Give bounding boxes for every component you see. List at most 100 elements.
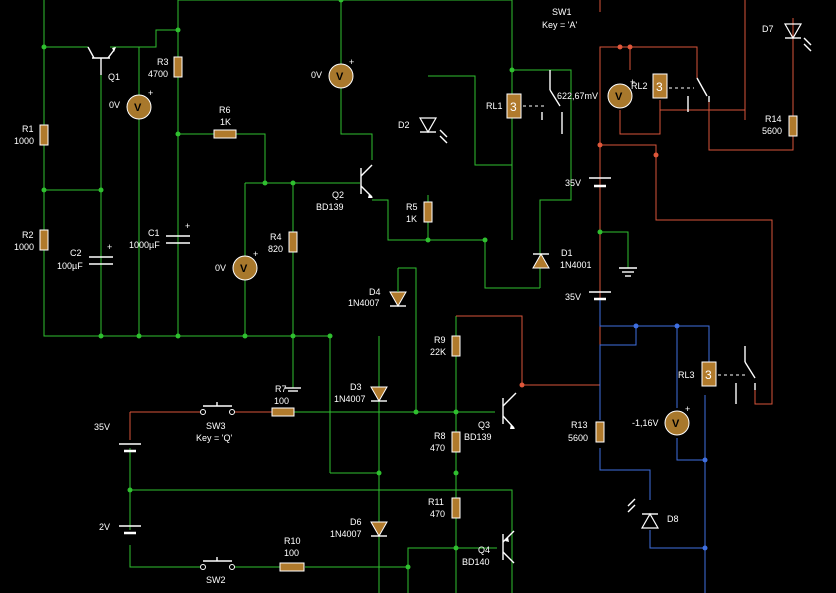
- battery-2v[interactable]: 2V: [99, 522, 141, 535]
- svg-text:1N4007: 1N4007: [348, 298, 380, 308]
- d7-led[interactable]: D7: [762, 23, 812, 52]
- svg-text:SW1: SW1: [552, 7, 572, 17]
- svg-text:470: 470: [430, 509, 445, 519]
- svg-text:BD139: BD139: [464, 432, 492, 442]
- svg-text:100: 100: [274, 396, 289, 406]
- svg-text:Q1: Q1: [108, 72, 120, 82]
- battery-top-35v[interactable]: 35V: [565, 177, 611, 188]
- svg-text:22K: 22K: [430, 347, 446, 357]
- svg-text:+: +: [685, 404, 690, 414]
- r13-resistor[interactable]: R13 5600: [568, 420, 605, 443]
- svg-text:D2: D2: [398, 120, 410, 130]
- svg-text:C1: C1: [148, 228, 160, 238]
- wires-blue: [599, 300, 710, 593]
- svg-text:0V: 0V: [215, 263, 226, 273]
- sw3-switch[interactable]: SW3 Key = 'Q': [196, 402, 235, 443]
- svg-text:BD140: BD140: [462, 557, 490, 567]
- svg-text:R1: R1: [22, 124, 34, 134]
- svg-text:470: 470: [430, 443, 445, 453]
- svg-text:R5: R5: [406, 202, 418, 212]
- voltmeter-5[interactable]: V + -1,16V: [632, 404, 690, 436]
- svg-text:1K: 1K: [406, 214, 417, 224]
- q4-transistor[interactable]: Q4 BD140: [462, 530, 515, 567]
- d8-led[interactable]: D8: [627, 498, 679, 529]
- q2-transistor[interactable]: Q2 BD139: [316, 164, 373, 212]
- svg-text:5600: 5600: [762, 126, 782, 136]
- voltmeter-3[interactable]: V + 0V: [215, 249, 258, 281]
- svg-text:R11: R11: [428, 497, 444, 507]
- svg-text:V: V: [336, 71, 344, 83]
- r8-resistor[interactable]: R8 470: [430, 431, 461, 453]
- rl1-relay[interactable]: 3 RL1: [486, 70, 563, 134]
- c1-capacitor[interactable]: + C1 1000µF: [129, 221, 190, 250]
- r5-resistor[interactable]: R5 1K: [406, 201, 433, 224]
- svg-text:R13: R13: [571, 420, 588, 430]
- svg-text:0V: 0V: [109, 100, 120, 110]
- svg-text:4700: 4700: [148, 69, 168, 79]
- q3-transistor[interactable]: Q3 BD139: [464, 392, 517, 442]
- svg-text:622,67mV: 622,67mV: [557, 91, 598, 101]
- svg-text:BD139: BD139: [316, 202, 344, 212]
- r9-resistor[interactable]: R9 22K: [430, 335, 461, 357]
- junction-dots: [41, 0, 708, 570]
- svg-text:V: V: [134, 102, 142, 114]
- svg-text:1000: 1000: [14, 242, 34, 252]
- svg-text:D7: D7: [762, 24, 774, 34]
- ground-symbol: [619, 267, 637, 277]
- svg-text:R6: R6: [219, 105, 231, 115]
- svg-text:1000µF: 1000µF: [129, 240, 160, 250]
- svg-text:C2: C2: [70, 248, 82, 258]
- r3-resistor[interactable]: R3 4700: [148, 56, 183, 79]
- d6-diode[interactable]: D6 1N4007: [330, 517, 388, 539]
- svg-text:RL2: RL2: [631, 81, 648, 91]
- svg-text:R2: R2: [22, 230, 34, 240]
- r11-resistor[interactable]: R11 470: [428, 497, 461, 519]
- d2-led[interactable]: D2: [398, 117, 448, 144]
- svg-text:R10: R10: [284, 536, 301, 546]
- svg-text:Q2: Q2: [332, 190, 344, 200]
- r6-resistor[interactable]: R6 1K: [213, 105, 237, 139]
- svg-text:RL1: RL1: [486, 101, 503, 111]
- svg-text:Q4: Q4: [478, 545, 490, 555]
- svg-text:Q3: Q3: [478, 420, 490, 430]
- d3-diode[interactable]: D3 1N4007: [334, 382, 388, 404]
- voltmeter-2[interactable]: V + 0V: [311, 57, 354, 89]
- svg-text:Key = 'A': Key = 'A': [542, 20, 577, 30]
- r4-resistor[interactable]: R4 820: [268, 231, 298, 254]
- svg-text:D8: D8: [667, 514, 679, 524]
- svg-text:SW3: SW3: [206, 421, 226, 431]
- voltmeter-1[interactable]: V + 0V: [109, 88, 153, 120]
- r1-resistor[interactable]: R1 1000: [14, 124, 49, 146]
- svg-text:1N4001: 1N4001: [560, 260, 592, 270]
- sw1-switch[interactable]: SW1 Key = 'A': [542, 7, 577, 30]
- svg-text:R8: R8: [434, 431, 446, 441]
- svg-text:3: 3: [705, 368, 712, 382]
- svg-text:+: +: [148, 88, 153, 98]
- wires-green: [43, 0, 629, 593]
- battery-mid-35v[interactable]: 35V: [565, 291, 611, 302]
- d4-diode[interactable]: D4 1N4007: [348, 268, 407, 308]
- r2-resistor[interactable]: R2 1000: [14, 229, 49, 252]
- d1-diode[interactable]: D1 1N4001: [532, 248, 592, 270]
- svg-text:1N4007: 1N4007: [334, 394, 366, 404]
- svg-text:D3: D3: [350, 382, 362, 392]
- voltmeter-4[interactable]: V + 622,67mV: [557, 77, 635, 109]
- r7-resistor[interactable]: R7 100: [271, 384, 295, 417]
- svg-text:35V: 35V: [565, 178, 581, 188]
- battery-left-35v[interactable]: 35V: [94, 422, 141, 453]
- svg-text:D6: D6: [350, 517, 362, 527]
- r14-resistor[interactable]: R14 5600: [762, 114, 798, 137]
- c2-capacitor[interactable]: + C2 100µF: [57, 242, 113, 271]
- svg-text:R7: R7: [275, 384, 287, 394]
- q1-transistor[interactable]: Q1: [87, 46, 120, 82]
- sw2-switch[interactable]: SW2: [200, 557, 235, 585]
- rl3-relay[interactable]: 3 RL3: [678, 346, 756, 404]
- svg-text:Key = 'Q': Key = 'Q': [196, 433, 232, 443]
- svg-text:SW2: SW2: [206, 575, 226, 585]
- svg-text:+: +: [253, 249, 258, 259]
- svg-text:+: +: [630, 77, 635, 87]
- r10-resistor[interactable]: R10 100: [279, 536, 305, 572]
- rl2-relay[interactable]: 3 RL2: [631, 73, 710, 112]
- svg-text:1K: 1K: [220, 117, 231, 127]
